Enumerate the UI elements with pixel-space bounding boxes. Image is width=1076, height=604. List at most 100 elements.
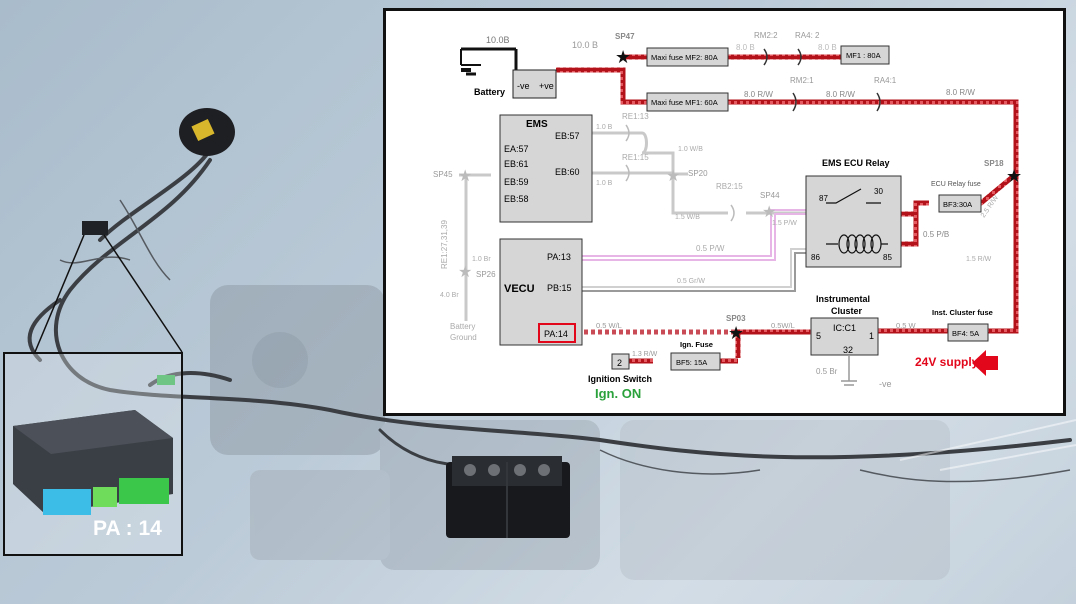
battery-pack [446, 456, 570, 538]
fuse-mf2-box [646, 47, 729, 67]
svg-text:SP03: SP03 [726, 314, 746, 323]
wire-label: 1.5 W/B [675, 214, 700, 221]
fuse-bf5-title: Ign. Fuse [680, 340, 713, 349]
wire-label: 0.5W/L [771, 321, 795, 330]
conn-ra4-2: RA4: 2 [795, 31, 820, 40]
svg-text:SP20: SP20 [688, 169, 708, 178]
vecu-pin-pa14: PA:14 [544, 329, 568, 339]
cluster-pin-1: 1 [869, 331, 874, 341]
splice-sp18: SP18★ [984, 159, 1022, 186]
connector-pin-label: PA : 14 [93, 517, 162, 540]
fuse-bf4-title: Inst. Cluster fuse [932, 308, 993, 317]
conn-rm2-2: RM2:2 [754, 31, 778, 40]
wiring-diagram-panel: Battery -ve +ve 10.0B 10.0 B SP47★ SP18★… [383, 8, 1066, 416]
wire-label: 1.0 Br [472, 256, 491, 263]
cluster-pin-32: 32 [843, 345, 853, 355]
small-green-connector [93, 487, 117, 507]
fuse-bf4-box [947, 323, 989, 342]
blue-connector [43, 489, 91, 515]
relay-pin: 30 [874, 187, 883, 196]
fuse-bf3-title: ECU Relay fuse [931, 181, 981, 188]
vecu-connector-render [13, 410, 173, 515]
light-streaks [899, 419, 1076, 471]
live-circuit-wires [556, 54, 1019, 364]
splice-sp45: SP45 ★ [433, 168, 472, 185]
conn-re1-13: RE1:13 [622, 112, 649, 121]
fuse-bf4: BF4: 5A [952, 329, 979, 338]
fuse-mf1-maxi-box [646, 92, 729, 112]
battery-symbol [460, 47, 557, 99]
wire-label: 8.0 B [818, 43, 837, 52]
ems-pin: EB:59 [504, 177, 529, 187]
ems-pin: EB:60 [555, 167, 580, 177]
svg-text:SP44: SP44 [760, 191, 780, 200]
svg-text:★: ★ [666, 168, 680, 185]
fuse-mf1-box [840, 45, 890, 65]
cluster-pin-5: 5 [816, 331, 821, 341]
ems-pin: EB:57 [555, 131, 580, 141]
ignition-pin-box [611, 353, 630, 370]
relay-coil [826, 234, 888, 254]
wire-label: 0.5 P/W [696, 244, 725, 253]
wire-label: 0.5 Gr/W [677, 278, 705, 285]
fuse-bf3: BF3:30A [943, 200, 972, 209]
cluster-title-1: Instrumental [816, 294, 870, 304]
supply-label: 24V supply [915, 355, 979, 369]
wire-label: 1.3 R/W [632, 351, 658, 358]
svg-text:SP45: SP45 [433, 170, 453, 179]
fuse-bf3-box [938, 194, 982, 213]
vecu-module [82, 221, 108, 235]
wire-label: 1.0 B [596, 124, 613, 131]
svg-text:SP18: SP18 [984, 159, 1004, 168]
svg-text:★: ★ [1006, 166, 1022, 186]
svg-text:★: ★ [615, 47, 631, 67]
wire-label: 8.0 R/W [744, 90, 773, 99]
wire-label: 0.5 W [896, 321, 917, 330]
wire-10b-pos: 10.0 B [572, 40, 598, 50]
ems-pin: EA:57 [504, 144, 529, 154]
wire-label: 1.0 W/B [678, 146, 703, 153]
ems-pin: EB:58 [504, 194, 529, 204]
battery-pos: +ve [539, 81, 554, 91]
relay-pin: 85 [883, 253, 892, 262]
wire-label: 1.0 B [596, 180, 613, 187]
fuse-bf5-box [670, 352, 721, 371]
conn-ra4-1: RA4:1 [874, 76, 897, 85]
ignition-label: Ignition Switch [588, 374, 652, 384]
wire-10b: 10.0B [486, 35, 510, 45]
relay-switch [826, 188, 881, 204]
round-connector [179, 108, 235, 156]
relay-pin: 86 [811, 253, 820, 262]
splice-sp03: SP03★ [726, 314, 746, 343]
splice-sp20: SP20 ★ [666, 168, 708, 185]
relay-title: EMS ECU Relay [822, 158, 890, 168]
wire-label: 4.0 Br [440, 292, 459, 299]
svg-text:★: ★ [458, 168, 472, 185]
cluster-title-2: Cluster [831, 306, 863, 316]
fuse-bf5: BF5: 15A [676, 358, 707, 367]
connector-zoom-inset: PA : 14 [3, 352, 183, 556]
conn-re1-27: RE1:27,31,39 [440, 220, 449, 269]
ems-module [499, 114, 593, 223]
green-connector-small [157, 375, 175, 385]
pa14-highlight [538, 323, 576, 343]
battery-ground-1: Battery [450, 322, 475, 331]
wire-label: 1.5 R/W [966, 256, 992, 263]
inactive-wires [459, 131, 806, 321]
callout-line-left [34, 234, 85, 353]
battery-label: Battery [474, 87, 505, 97]
wire-label: 0.5 P/B [923, 230, 949, 239]
ignition-state: Ign. ON [595, 386, 641, 401]
wire-label: 0.5 W/L [596, 321, 622, 330]
wire-label: 8.0 B [736, 43, 755, 52]
vecu-module [499, 238, 583, 346]
conn-rb2-15: RB2:15 [716, 182, 743, 191]
vecu-pin: PB:15 [547, 283, 572, 293]
relay-module [805, 175, 902, 268]
wiring-diagram: Battery -ve +ve 10.0B 10.0 B SP47★ SP18★… [433, 31, 1022, 401]
svg-text:★: ★ [728, 323, 744, 343]
relay-pin: 87 [819, 194, 828, 203]
svg-text:SP26: SP26 [476, 270, 496, 279]
conn-rm2-1: RM2:1 [790, 76, 814, 85]
